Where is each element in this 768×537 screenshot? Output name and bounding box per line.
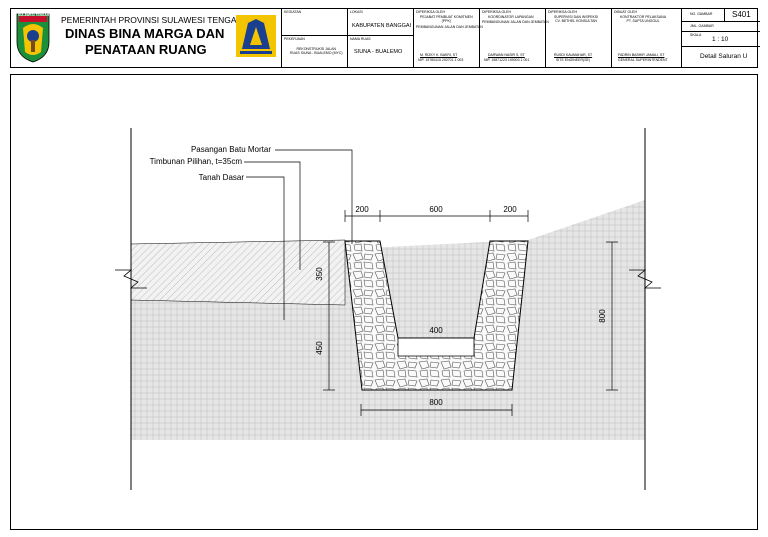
dim-top-center: 600 <box>429 205 443 214</box>
drawing-frame <box>10 74 758 530</box>
right-break-symbol <box>629 269 661 289</box>
u-channel-masonry <box>344 240 529 391</box>
lokasi-value: KABUPATEN BANGGAI <box>352 23 412 29</box>
callout-tanah: Tanah Dasar <box>199 173 245 182</box>
dim-top-right: 200 <box>503 205 517 214</box>
cell-kegiatan: KEGIATAN PEKERJAAN REKONSTRUKSI JALAN RU… <box>281 9 348 67</box>
leader-pasangan <box>275 149 353 244</box>
dim-fill-thickness: 350 <box>315 267 324 281</box>
cell-lokasi: LOKASI KABUPATEN BANGGAI NAMA RUAS SIUNA… <box>347 9 414 67</box>
dim-outer-bottom: 800 <box>429 398 443 407</box>
dim-right-depth: 800 <box>598 309 607 323</box>
cell-drawing-info: NO. GAMBAR S401 JML. GAMBAR SKALA 1 : 10… <box>681 9 760 67</box>
scale-value: 1 : 10 <box>712 36 729 43</box>
dim-top-left: 200 <box>355 205 369 214</box>
pu-logo <box>236 15 276 57</box>
dimension-lines <box>323 210 618 416</box>
drawing-number: S401 <box>732 10 751 19</box>
left-break-symbol <box>115 269 147 289</box>
dim-inner-bottom: 400 <box>429 326 443 335</box>
pekerjaan-value: REKONSTRUKSI JALAN RUAS SIUNA - BUALEMO … <box>290 47 343 55</box>
cell-supervisi: DIPERIKSA OLEH SUPERVISI DAN INSPEKSI CV… <box>545 9 612 67</box>
cell-koordinator: DIPERIKSA OLEH KOORDINATOR LAPANGAN PEMB… <box>479 9 549 67</box>
title-block: SULAWESI TENGAH PEMERINTAH PROVINSI SULA… <box>10 8 760 68</box>
callout-timbunan: Timbunan Pilihan, t=35cm <box>150 157 243 166</box>
dim-left-depth: 450 <box>315 341 324 355</box>
leader-tanah <box>246 176 285 320</box>
leader-timbunan <box>244 161 301 270</box>
cell-ppk: DIPERIKSA OLEH PEJABAT PEMBUAT KOMITMEN … <box>413 9 483 67</box>
nama-ruas-value: SIUNA - BUALEMO <box>354 49 403 55</box>
logo-label: SULAWESI TENGAH <box>18 13 49 17</box>
office-line-2: PENATAAN RUANG <box>85 42 207 57</box>
callout-pasangan: Pasangan Batu Mortar <box>191 145 271 154</box>
channel-inner-bottom <box>397 337 475 357</box>
office-line-1: DINAS BINA MARGA DAN <box>65 26 225 41</box>
cell-kontraktor: DIBUAT OLEH KONTRAKTOR PELAKSANA PT. SAP… <box>611 9 682 67</box>
drawing-title: Detail Saluran U <box>700 53 748 60</box>
province-logo <box>16 13 50 63</box>
province-line: PEMERINTAH PROVINSI SULAWESI TENGAH <box>61 15 243 25</box>
selected-fill-layer <box>130 239 346 306</box>
